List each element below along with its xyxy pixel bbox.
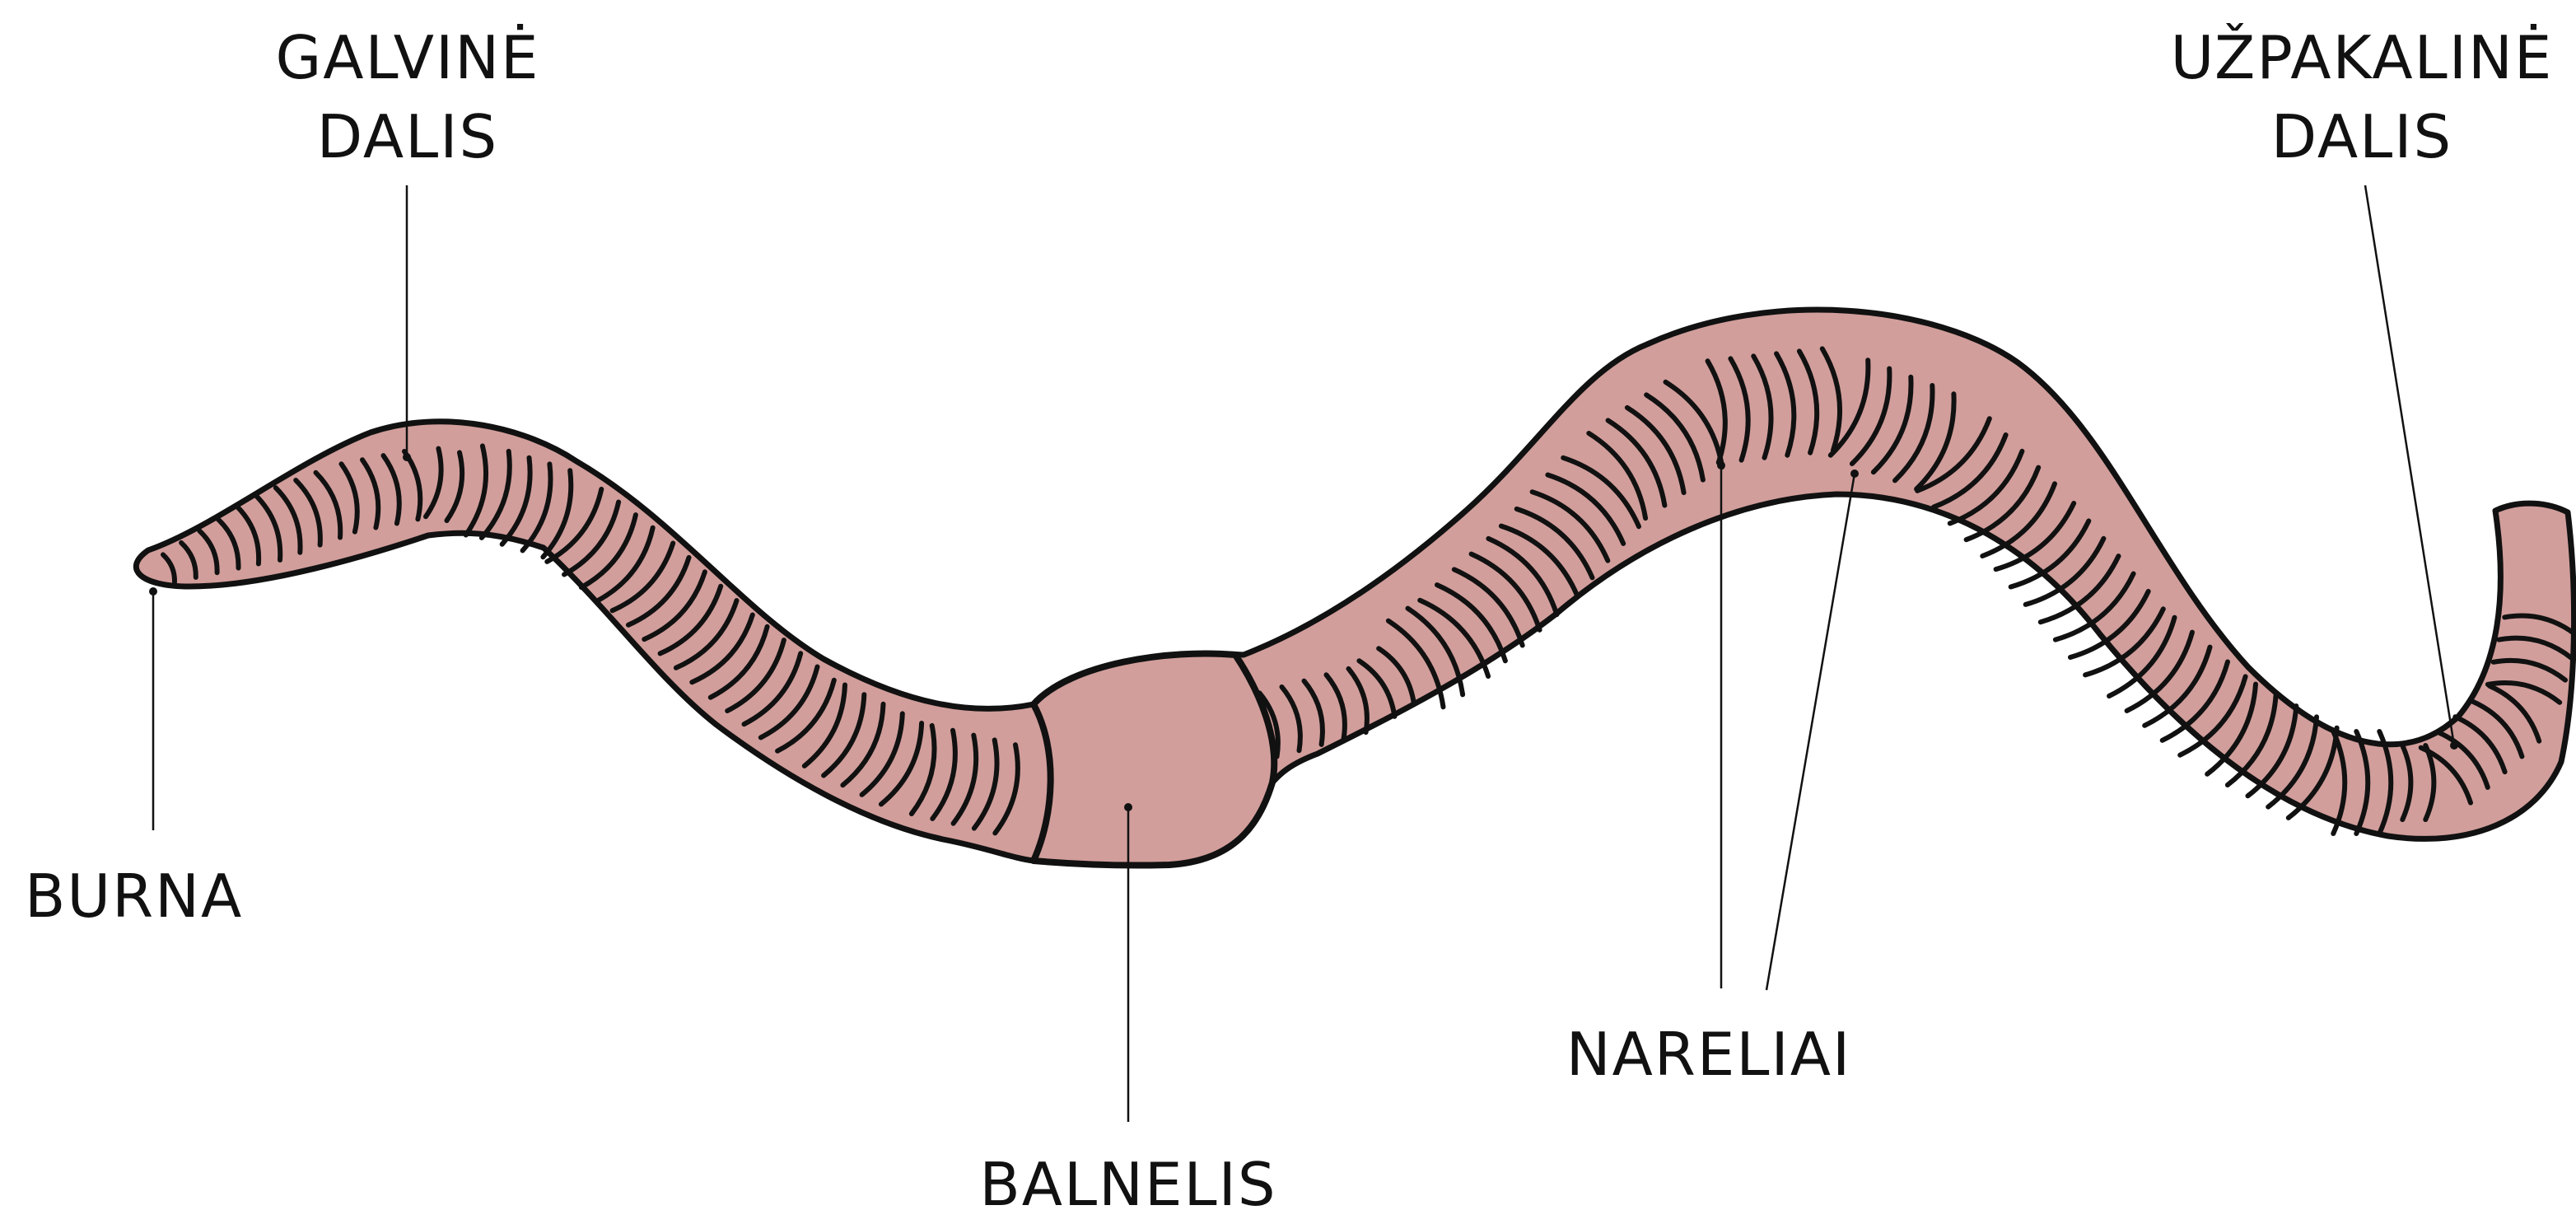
tail-leader-dot: [2450, 741, 2458, 750]
head-label: GALVINĖ DALIS: [247, 18, 568, 176]
clitellum-leader-dot: [1124, 803, 1132, 811]
segments-label-text: NARELIAI: [1548, 1015, 1869, 1094]
head-leader-dot: [403, 453, 411, 461]
segments-leader-dot-2: [1850, 470, 1859, 478]
clitellum-label: BALNELIS: [955, 1145, 1301, 1224]
clitellum-label-text: BALNELIS: [955, 1145, 1301, 1224]
earthworm-body: [136, 310, 2574, 865]
tail-label-line1: UŽPAKALINĖ: [2148, 18, 2576, 97]
segments-leader-dot-1: [1717, 461, 1725, 470]
segments-leader-line-2: [1766, 474, 1855, 990]
mouth-leader-dot: [149, 587, 157, 596]
head-label-line1: GALVINĖ: [247, 18, 568, 97]
tail-leader-line: [2365, 185, 2454, 745]
mouth-label-text: BURNA: [25, 857, 243, 936]
tail-label: UŽPAKALINĖ DALIS: [2148, 18, 2576, 176]
clitellum: [1034, 653, 1274, 865]
head-label-line2: DALIS: [247, 97, 568, 176]
tail-label-line2: DALIS: [2148, 97, 2576, 176]
segments-label: NARELIAI: [1548, 1015, 1869, 1094]
mouth-label: BURNA: [25, 857, 243, 936]
